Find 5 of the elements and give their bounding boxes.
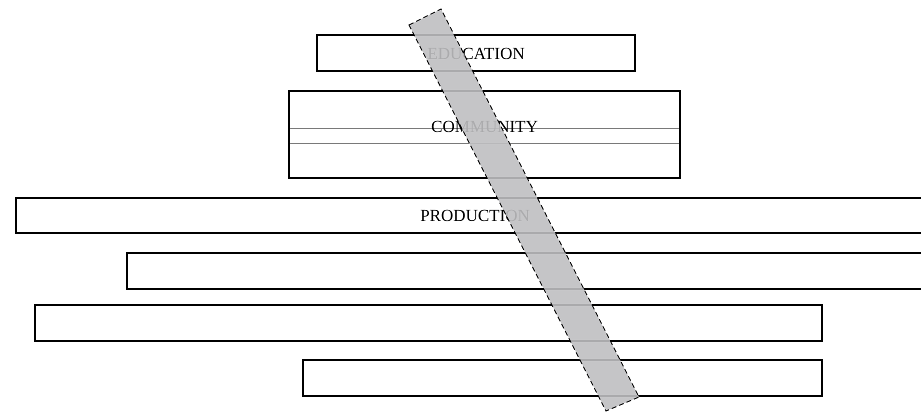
diagonal-band [408,8,640,412]
tier-bar [126,252,921,290]
tier-bar [34,304,823,342]
tier-bar [302,359,823,397]
tier-box [15,197,921,234]
